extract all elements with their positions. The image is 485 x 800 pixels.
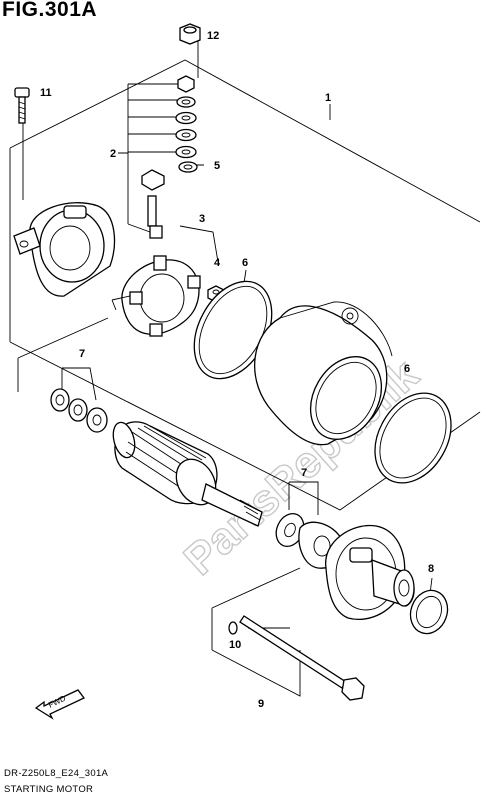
callout-8: 8 bbox=[428, 563, 434, 575]
armature-icon bbox=[112, 421, 263, 527]
callout-7b: 7 bbox=[301, 467, 307, 479]
lower-bracket bbox=[17, 317, 109, 392]
o-ring-small-icon bbox=[228, 621, 238, 635]
washer-icon bbox=[50, 388, 108, 433]
yoke-housing-icon bbox=[254, 301, 393, 446]
fwd-arrow-icon: FWD bbox=[34, 689, 85, 720]
callout-7a: 7 bbox=[79, 348, 85, 360]
callout-5: 5 bbox=[214, 160, 220, 172]
long-bolt-icon bbox=[239, 615, 365, 701]
callout-12: 12 bbox=[207, 30, 219, 42]
callout-3: 3 bbox=[199, 213, 205, 225]
o-ring-icon bbox=[374, 392, 452, 484]
o-ring-icon bbox=[193, 280, 273, 380]
figure-title: FIG.301A bbox=[2, 0, 98, 21]
callout-4: 4 bbox=[214, 257, 221, 269]
washer-stack bbox=[175, 75, 198, 173]
drive-end-housing-icon bbox=[325, 524, 415, 620]
callout-11: 11 bbox=[40, 87, 52, 99]
callout-6b: 6 bbox=[404, 363, 410, 375]
callout-1: 1 bbox=[325, 92, 331, 104]
callout-6a: 6 bbox=[242, 257, 248, 269]
oil-seal-icon bbox=[409, 589, 449, 635]
brush-holder-icon bbox=[111, 255, 201, 337]
callout-9: 9 bbox=[258, 698, 264, 710]
figure-caption: STARTING MOTOR bbox=[4, 784, 94, 795]
nut-icon bbox=[179, 23, 201, 45]
terminal-block-icon bbox=[141, 169, 165, 239]
leader-3 bbox=[179, 225, 219, 263]
bolt-icon bbox=[14, 87, 30, 124]
leader-2 bbox=[118, 83, 192, 233]
callout-10: 10 bbox=[229, 639, 241, 651]
end-cover-icon bbox=[13, 202, 116, 297]
diagram-code: DR-Z250L8_E24_301A bbox=[4, 768, 109, 779]
callout-2: 2 bbox=[110, 148, 116, 160]
